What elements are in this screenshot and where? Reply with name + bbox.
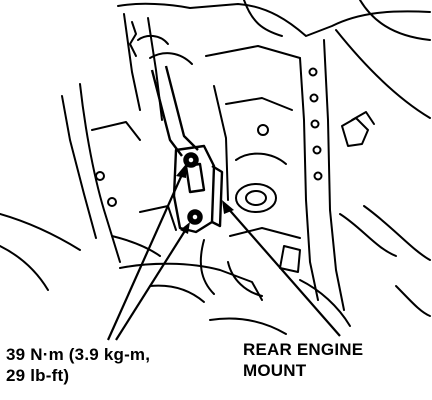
- arrowhead-upper: [176, 164, 186, 178]
- torque-spec-label: 39 N·m (3.9 kg-m, 29 lb-ft): [6, 344, 150, 386]
- torque-leader-lower: [115, 225, 189, 341]
- torque-spec-line-1: 39 N·m (3.9 kg-m,: [6, 345, 151, 364]
- torque-spec-line-2: 29 lb-ft): [6, 366, 70, 385]
- mount-label-line-1: REAR ENGINE: [243, 340, 364, 359]
- mount-label-line-2: MOUNT: [243, 361, 307, 380]
- mount-leader: [225, 205, 341, 337]
- rear-engine-mount-label: REAR ENGINE MOUNT: [243, 339, 363, 381]
- arrowhead-lower: [180, 222, 190, 234]
- engine-block-linework: [0, 0, 431, 335]
- mount-bolts: [183, 152, 203, 225]
- mount-bracket: [150, 65, 224, 234]
- torque-leader-upper: [106, 169, 186, 341]
- leader-lines: [106, 169, 341, 341]
- arrowhead-mount: [222, 200, 234, 214]
- arrowheads: [176, 164, 234, 234]
